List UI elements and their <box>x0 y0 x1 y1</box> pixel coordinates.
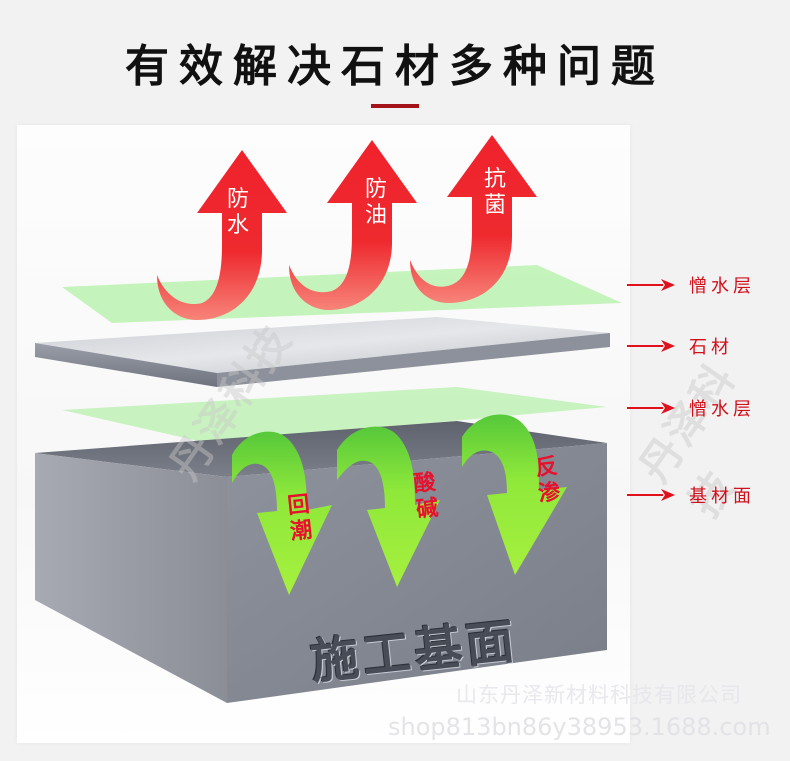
red-arrow-1 <box>157 150 287 320</box>
layers-diagram <box>35 135 622 703</box>
right-arrow-icon <box>627 401 675 415</box>
title-underline <box>371 104 419 108</box>
stone-slab-front <box>35 343 217 387</box>
page-title: 有效解决石材多种问题 <box>125 41 665 92</box>
legend-item-hydrophobic-bottom: 憎水层 <box>627 396 755 420</box>
legend-label: 基材面 <box>689 486 755 507</box>
up-arrow-label-1: 防 水 <box>226 187 249 238</box>
down-arrow-label-2: 酸 碱 <box>412 469 440 524</box>
legend-item-hydrophobic-top: 憎水层 <box>627 273 755 297</box>
stone-slab-top <box>35 317 610 373</box>
legend-label: 憎水层 <box>689 399 755 420</box>
right-arrow-icon <box>627 278 675 292</box>
up-arrow-label-3: 抗 菌 <box>483 167 506 218</box>
up-arrow-label-2: 防 油 <box>364 177 387 228</box>
stone-slab-side <box>217 333 610 387</box>
right-arrow-icon <box>627 488 675 502</box>
right-arrow-icon <box>627 339 675 353</box>
base-box-left <box>35 453 227 703</box>
green-arrow-2 <box>337 426 440 587</box>
legend-label: 石材 <box>689 337 733 358</box>
down-arrow-label-3: 反 渗 <box>534 453 562 508</box>
legend-item-base-surface: 基材面 <box>627 483 755 507</box>
red-arrow-2 <box>289 140 417 310</box>
hydrophobic-layer-bottom <box>62 387 607 443</box>
company-watermark: 山东丹泽新材料科技有限公司 <box>456 683 742 707</box>
green-arrow-3 <box>462 414 567 575</box>
legend-item-stone: 石材 <box>627 334 733 358</box>
red-arrow-3 <box>410 135 537 303</box>
shop-url-watermark: shop813bn86y38953.1688.com <box>388 713 771 741</box>
legend-label: 憎水层 <box>689 276 755 297</box>
down-arrow-label-1: 回 潮 <box>286 491 314 546</box>
layer-illustration: 防 水 防 油 抗 菌 回 潮 酸 碱 反 渗 <box>17 125 630 743</box>
green-arrow-1 <box>232 431 332 595</box>
